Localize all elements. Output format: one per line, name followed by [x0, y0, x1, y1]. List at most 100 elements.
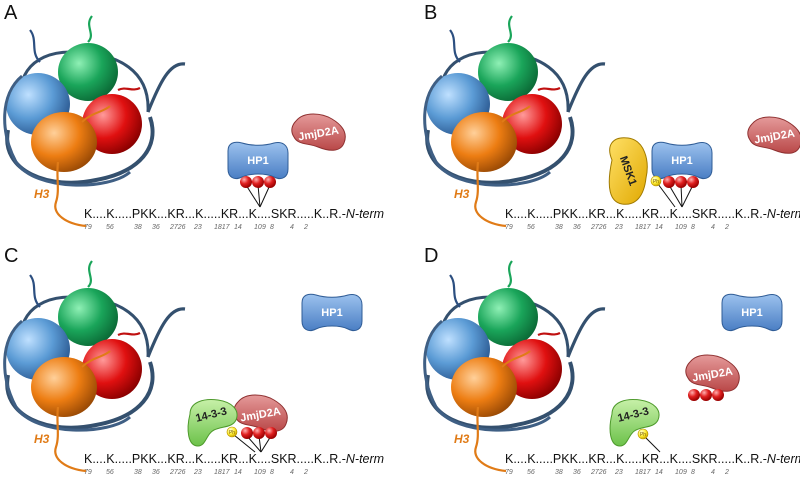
panel-letter-b: B: [424, 2, 437, 24]
panel-a: A H3 HP1 JmjD2A K....K.....PKK...KR...K.…: [2, 2, 384, 231]
panel-letter-c: C: [4, 245, 18, 267]
residue-position: 10: [675, 224, 683, 231]
residue-position: 79: [84, 469, 92, 476]
jmjd2a-protein-a: JmjD2A: [291, 113, 346, 151]
residue-position: 1817: [635, 469, 652, 476]
msk1-protein-b: MSK1: [608, 137, 648, 205]
residue-position: 23: [193, 224, 202, 231]
hp1-label-a: HP1: [247, 155, 268, 167]
hp1-protein-b: HP1: [651, 141, 713, 180]
p1433-protein-c: 14-3-3: [187, 399, 238, 447]
nucleosome-a: [2, 14, 187, 228]
hp1-protein-d: HP1: [721, 293, 783, 332]
nucleosome-b: [422, 14, 607, 228]
phospho-group-b: Ph: [650, 175, 676, 208]
residue-position: 9: [683, 224, 687, 231]
methyl-mark: [675, 176, 687, 188]
residue-position: 2726: [169, 469, 186, 476]
residue-position: 79: [505, 469, 513, 476]
residue-position: 36: [152, 224, 160, 231]
residue-position: 38: [134, 469, 142, 476]
jmjd2a-protein-b: JmjD2A: [747, 116, 800, 154]
h3-label-a: H3: [34, 187, 50, 201]
residue-position: 2726: [590, 469, 607, 476]
h3-label-c: H3: [34, 432, 50, 446]
residue-position: 9: [262, 224, 266, 231]
panel-letter-a: A: [4, 2, 18, 24]
residue-position: 10: [675, 469, 683, 476]
residue-position: 38: [555, 224, 563, 231]
residue-position: 4: [711, 469, 715, 476]
sequence-a: K....K.....PKK...KR...K.....KR...K....SK…: [84, 207, 384, 221]
hp1-label-b: HP1: [671, 155, 692, 167]
residue-position: 23: [614, 224, 623, 231]
residue-position: 23: [193, 469, 202, 476]
p1433-protein-d: 14-3-3: [609, 399, 660, 447]
hp1-label-c: HP1: [321, 307, 342, 319]
methyl-group-d: [688, 389, 724, 401]
residue-position: 56: [527, 224, 535, 231]
phospho-group-d: Ph: [637, 428, 661, 453]
methyl-group-a: [240, 176, 276, 208]
residue-position: 10: [254, 224, 262, 231]
residue-position: 2: [724, 224, 729, 231]
methyl-mark: [241, 427, 253, 439]
residue-position: 1817: [214, 224, 231, 231]
hp1-protein-a: HP1: [227, 141, 289, 180]
residue-position: 23: [614, 469, 623, 476]
residue-position: 14: [655, 469, 663, 476]
residue-position: 2: [303, 469, 308, 476]
residue-position: 36: [573, 224, 581, 231]
residue-position: 14: [234, 469, 242, 476]
phospho-group-c: Ph: [226, 426, 256, 453]
jmjd2a-protein-c: JmjD2A: [233, 394, 288, 432]
methyl-mark: [265, 427, 277, 439]
methyl-group-c: [241, 427, 277, 453]
residue-position: 4: [290, 469, 294, 476]
panel-letter-d: D: [424, 245, 438, 267]
phospho-label-d: Ph: [640, 432, 646, 438]
methyl-mark: [252, 176, 264, 188]
residue-position: 8: [270, 469, 274, 476]
residue-position: 1817: [214, 469, 231, 476]
panel-b: B H3 HP1 JmjD2A MSK1 Ph K....K.....: [422, 2, 800, 231]
residue-position: 2726: [169, 224, 186, 231]
residue-position: 10: [254, 469, 262, 476]
residue-position: 14: [655, 224, 663, 231]
nucleosome-d: [422, 259, 607, 473]
hp1-label-d: HP1: [741, 307, 762, 319]
jmjd2a-protein-d: JmjD2A: [685, 354, 740, 392]
phospho-mark: [650, 175, 662, 187]
methyl-mark: [663, 176, 675, 188]
methyl-mark: [712, 389, 724, 401]
residue-position: 9: [262, 469, 266, 476]
h3-label-b: H3: [454, 187, 470, 201]
residue-position: 8: [691, 224, 695, 231]
residue-position: 2: [724, 469, 729, 476]
methyl-group-b: [663, 176, 699, 208]
methyl-mark: [688, 389, 700, 401]
methyl-mark: [700, 389, 712, 401]
residue-position: 56: [527, 469, 535, 476]
panel-d: D H3 HP1 JmjD2A 14-3-3 Ph K....K.....PKK…: [422, 245, 800, 476]
residue-position: 56: [106, 224, 114, 231]
residue-position: 4: [290, 224, 294, 231]
methyl-mark: [240, 176, 252, 188]
sequence-b: K....K.....PKK...KR...K.....KR...K....SK…: [505, 207, 800, 221]
residue-position: 38: [555, 469, 563, 476]
residue-position: 9: [683, 469, 687, 476]
residue-position: 56: [106, 469, 114, 476]
nucleosome-c: [2, 259, 187, 473]
residue-position: 14: [234, 224, 242, 231]
residue-position: 2726: [590, 224, 607, 231]
methyl-mark: [253, 427, 265, 439]
residue-position: 36: [573, 469, 581, 476]
residue-position: 36: [152, 469, 160, 476]
methyl-mark: [264, 176, 276, 188]
phospho-label-c: Ph: [229, 430, 235, 436]
